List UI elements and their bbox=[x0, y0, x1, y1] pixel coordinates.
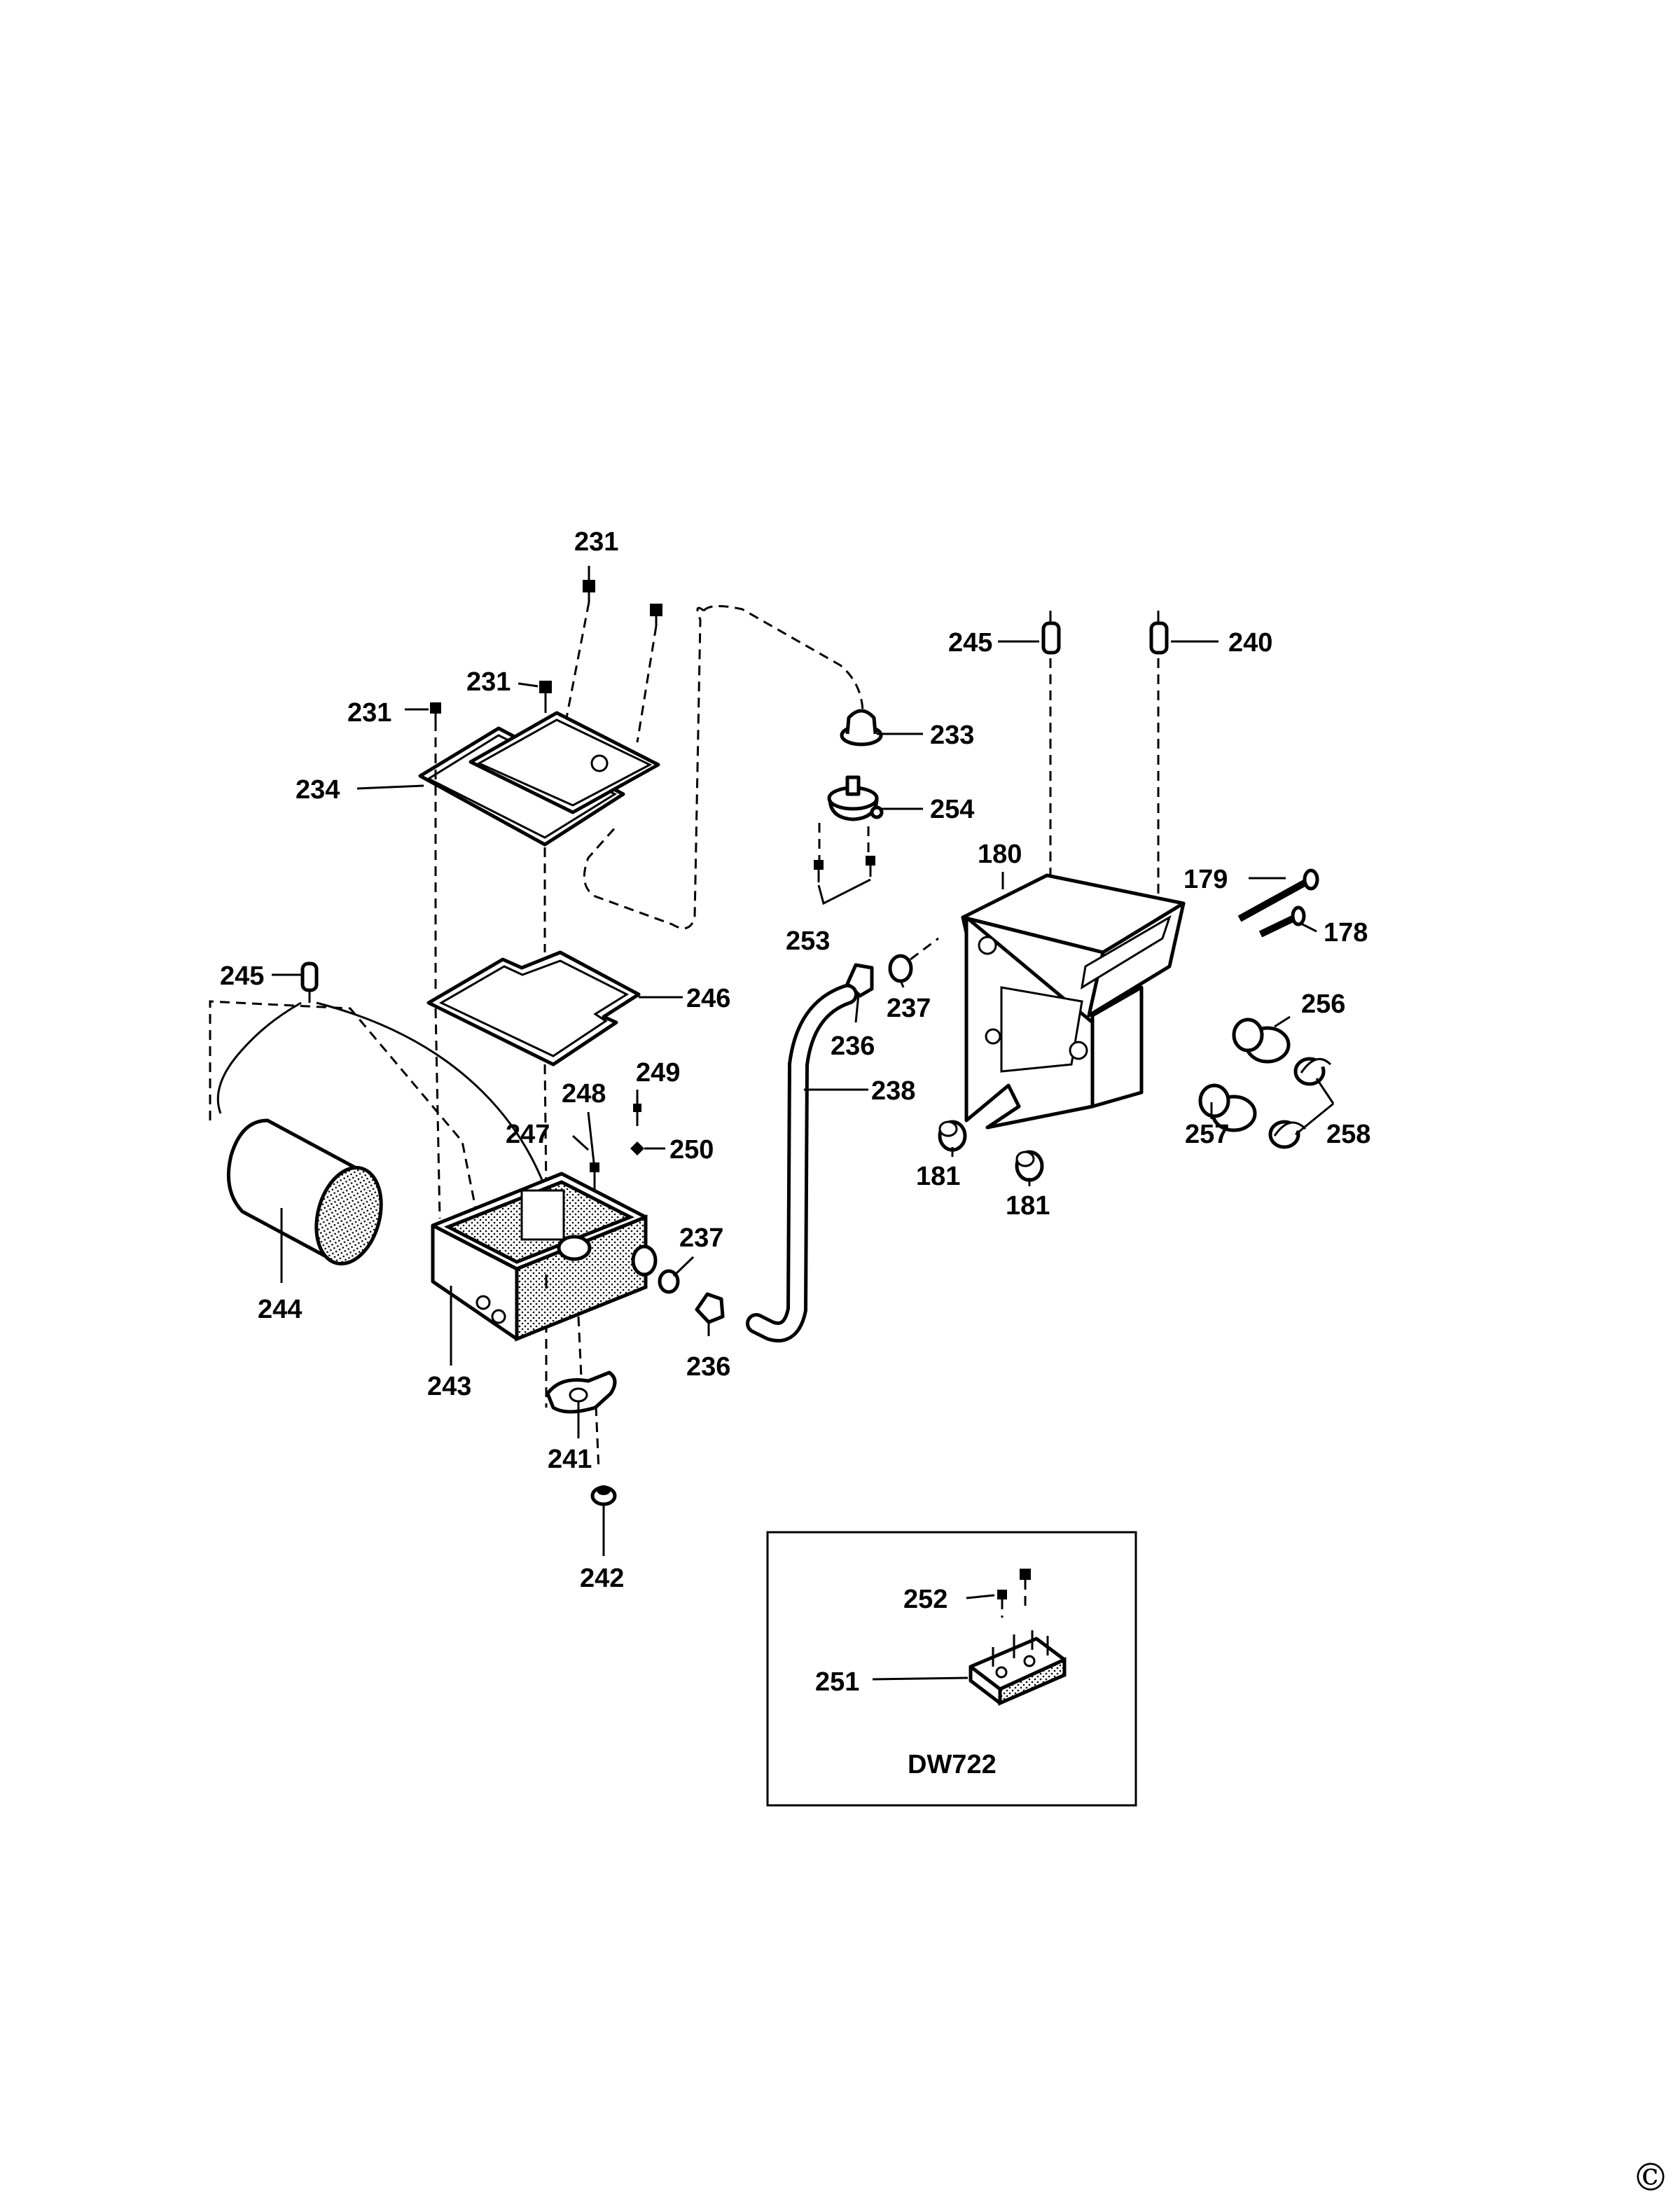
washer-250 bbox=[630, 1141, 644, 1155]
cap-258-lower bbox=[1268, 1120, 1307, 1149]
screw-253-right bbox=[866, 856, 875, 877]
nut-181-left bbox=[938, 1120, 967, 1152]
label-233: 233 bbox=[930, 721, 974, 750]
label-246: 246 bbox=[686, 984, 730, 1013]
nut-237-lower bbox=[658, 1269, 680, 1294]
screw-253-left bbox=[814, 860, 824, 882]
clamp-241 bbox=[546, 1370, 617, 1414]
label-243: 243 bbox=[427, 1372, 471, 1401]
label-178: 178 bbox=[1324, 918, 1368, 947]
terminal-block-251 bbox=[969, 1630, 1067, 1706]
switch-254 bbox=[827, 775, 884, 821]
label-257: 257 bbox=[1185, 1120, 1229, 1149]
screw-249 bbox=[633, 1104, 641, 1126]
junction-box-243 bbox=[431, 1172, 658, 1342]
screw-248 bbox=[590, 1162, 599, 1190]
screw-252-right bbox=[1020, 1569, 1031, 1611]
label-231-left: 231 bbox=[347, 698, 391, 728]
label-245-left: 245 bbox=[220, 961, 264, 991]
label-253: 253 bbox=[786, 926, 830, 956]
label-254: 254 bbox=[930, 795, 974, 824]
label-231-top: 231 bbox=[574, 527, 618, 557]
label-240: 240 bbox=[1228, 628, 1272, 658]
nut-181-right bbox=[1015, 1150, 1044, 1182]
screw-252-left bbox=[997, 1590, 1007, 1618]
label-250: 250 bbox=[669, 1135, 714, 1165]
label-248: 248 bbox=[562, 1079, 606, 1109]
screw-231-middle bbox=[539, 681, 552, 703]
label-241: 241 bbox=[548, 1445, 592, 1474]
copyright-mark: © bbox=[1632, 2155, 1669, 2200]
label-180: 180 bbox=[978, 840, 1022, 869]
nut-242 bbox=[590, 1485, 617, 1506]
knob-257 bbox=[1198, 1083, 1257, 1132]
label-252: 252 bbox=[903, 1585, 947, 1614]
cap-258-upper bbox=[1293, 1057, 1332, 1086]
inset-dw722: 252 251 DW722 bbox=[766, 1531, 1137, 1807]
label-256: 256 bbox=[1301, 990, 1345, 1019]
pin-245-left bbox=[300, 961, 319, 1003]
label-244: 244 bbox=[258, 1295, 302, 1324]
label-258: 258 bbox=[1326, 1120, 1370, 1149]
gasket-246 bbox=[426, 950, 641, 1067]
nut-237-upper bbox=[888, 954, 913, 983]
leader-lines bbox=[272, 566, 1335, 1556]
fitting-236-lower bbox=[695, 1292, 725, 1324]
label-234: 234 bbox=[296, 775, 340, 805]
cap-233 bbox=[840, 709, 883, 747]
label-249: 249 bbox=[636, 1058, 680, 1088]
label-236-lower: 236 bbox=[686, 1352, 730, 1382]
label-179: 179 bbox=[1183, 865, 1228, 894]
label-236-upper: 236 bbox=[831, 1032, 875, 1061]
label-181-right: 181 bbox=[1006, 1191, 1050, 1221]
label-251: 251 bbox=[815, 1667, 859, 1697]
label-242: 242 bbox=[580, 1564, 624, 1593]
label-181-left: 181 bbox=[916, 1162, 960, 1191]
label-237-lower: 237 bbox=[679, 1223, 723, 1253]
tube-238 bbox=[746, 984, 858, 1342]
cover-plate-234-upper bbox=[468, 711, 660, 814]
label-238: 238 bbox=[871, 1076, 915, 1106]
screw-231-top bbox=[583, 580, 595, 602]
screw-179 bbox=[1237, 868, 1319, 922]
housing-180 bbox=[961, 873, 1186, 1130]
pin-240 bbox=[1149, 611, 1169, 655]
capacitor-244 bbox=[226, 1118, 383, 1266]
knob-256 bbox=[1232, 1018, 1291, 1064]
label-247: 247 bbox=[506, 1120, 550, 1149]
label-231-middle: 231 bbox=[466, 667, 511, 697]
inset-model-label: DW722 bbox=[908, 1750, 997, 1779]
screw-231-left bbox=[430, 702, 441, 721]
label-237-upper: 237 bbox=[887, 994, 931, 1023]
screw-231-top-right bbox=[650, 604, 662, 626]
part-labels: 231 231 231 233 234 254 253 245 240 180 … bbox=[220, 527, 1370, 1593]
label-245-top: 245 bbox=[948, 628, 992, 658]
screw-178 bbox=[1258, 905, 1306, 938]
pin-245-top bbox=[1041, 611, 1061, 655]
